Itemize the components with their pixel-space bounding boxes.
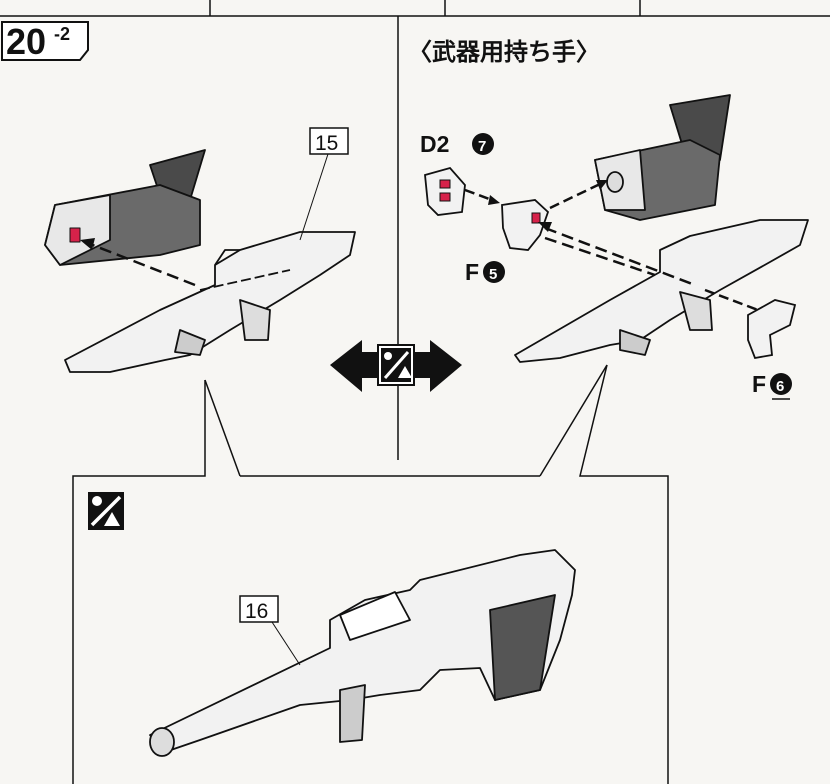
left-forearm-part xyxy=(44,149,206,266)
section-title: 〈武器用持ち手〉 xyxy=(408,38,600,66)
weapon-15-part xyxy=(64,231,356,373)
alternate-part-icon xyxy=(88,492,124,530)
f6-number: 6 xyxy=(776,378,784,395)
weapon-16-part xyxy=(149,549,576,757)
step-number: 20 xyxy=(6,21,46,62)
swap-arrows-icon xyxy=(330,340,462,392)
left-insert-arrow xyxy=(89,242,196,287)
f6-number-badge xyxy=(770,373,792,395)
part-16-box xyxy=(239,595,279,623)
f5-label: F xyxy=(465,259,479,285)
part-16-label: 16 xyxy=(245,600,268,623)
right-weapon-part xyxy=(514,219,809,363)
d2-number-badge xyxy=(472,133,494,155)
step-sub: -2 xyxy=(54,24,70,44)
part-15-box xyxy=(309,127,349,155)
f6-hand-part xyxy=(747,299,797,360)
f5-number-badge xyxy=(483,261,505,283)
step-number-box: 20 -2 xyxy=(1,21,89,62)
d2-hand-part xyxy=(424,166,466,216)
d2-number: 7 xyxy=(478,138,486,155)
f6-label: F xyxy=(752,371,766,397)
right-forearm-part xyxy=(594,94,731,221)
f5-hand-part xyxy=(501,199,550,251)
part-15-label: 15 xyxy=(315,132,338,155)
d2-label: D2 xyxy=(420,131,449,157)
f5-number: 5 xyxy=(489,266,497,283)
